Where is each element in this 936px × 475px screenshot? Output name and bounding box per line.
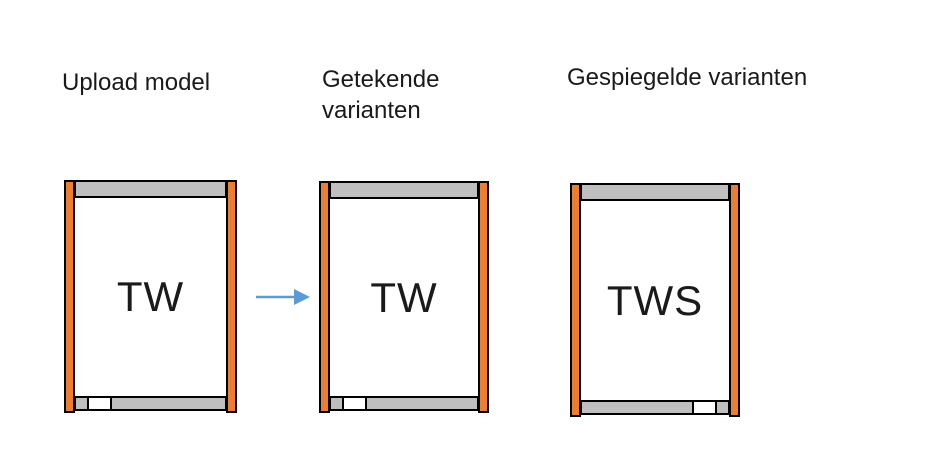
bottom-rail-gray-fill [582,402,692,413]
frame-right-post-bar [478,181,489,413]
frame-top-rail [329,181,479,199]
frame-label: TWS [606,276,704,324]
frame-top-rail [580,183,730,201]
frame-label: TW [116,273,185,320]
frame-label: TW [370,273,438,321]
bottom-rail-gray-segment [76,398,87,409]
window-frame-getekende-variant: TW [319,181,489,413]
frame-left-post-bar [64,180,75,413]
window-frame-gespiegelde-variant: TWS [570,183,740,417]
bottom-rail-gray-fill [367,398,477,409]
frame-bottom-rail [329,396,479,411]
panel-title-gespiegelde-varianten: Gespiegelde varianten [567,64,808,91]
panel-title-upload-model: Upload model [62,69,211,96]
frame-top-rail [74,180,227,198]
frame-right-post-bar [226,180,237,413]
window-frame-upload-model: TW [64,180,237,413]
panel-title-getekende-varianten: Getekende varianten [322,66,440,124]
bottom-rail-gray-segment [331,398,342,409]
frame-bottom-rail [580,400,730,415]
door-opening [342,398,367,409]
frame-left-post-bar [319,181,330,413]
right-arrow-icon [256,289,310,305]
door-opening [692,402,717,413]
bottom-rail-gray-fill [112,398,225,409]
door-opening [87,398,112,409]
frame-right-post-bar [729,183,740,417]
frame-left-post-bar [570,183,581,417]
bottom-rail-gray-segment [717,402,728,413]
frame-bottom-rail [74,396,227,411]
